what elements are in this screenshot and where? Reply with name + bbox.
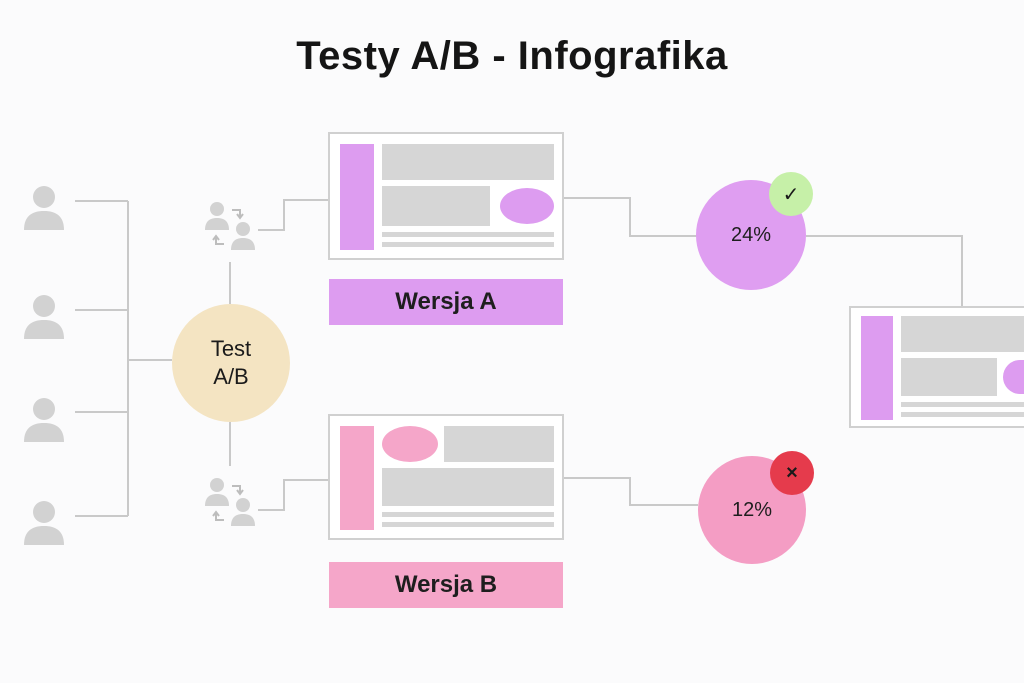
- placeholder-header-block: [444, 426, 554, 462]
- ab-test-hub: Test A/B: [172, 304, 290, 422]
- variant-a-page-mock: [328, 132, 564, 260]
- user-icon: [24, 501, 64, 545]
- user-icon: [24, 295, 64, 339]
- page-title: Testy A/B - Infografika: [296, 34, 728, 78]
- placeholder-content-block: [901, 358, 997, 396]
- user-icon: [24, 398, 64, 442]
- placeholder-header-block: [901, 316, 1024, 352]
- placeholder-header-block: [382, 144, 554, 180]
- placeholder-text-line: [382, 242, 554, 247]
- hub-label-line2: A/B: [213, 364, 249, 389]
- users-swap-icon: [205, 478, 255, 526]
- placeholder-text-line: [382, 522, 554, 527]
- variant-a-label: Wersja A: [329, 279, 563, 325]
- winner-page-mock: [849, 306, 1024, 428]
- placeholder-content-block: [382, 186, 490, 226]
- users-swap-icon: [205, 202, 255, 250]
- user-icon: [24, 186, 64, 230]
- hub-label-line1: Test: [210, 336, 252, 361]
- variant-a-cta-button-mock: [500, 188, 554, 224]
- placeholder-text-line: [382, 232, 554, 237]
- placeholder-text-line: [382, 512, 554, 517]
- close-icon: ×: [770, 451, 814, 495]
- placeholder-content-block: [382, 468, 554, 506]
- placeholder-text-line: [901, 412, 1024, 417]
- variant-b-label: Wersja B: [329, 562, 563, 608]
- variant-b-cta-button-mock: [382, 426, 438, 462]
- variant-a-sidebar-block: [340, 144, 374, 250]
- variant-b-page-mock: [328, 414, 564, 540]
- variant-b-sidebar-block: [340, 426, 374, 530]
- check-icon: ✓: [769, 172, 813, 216]
- winner-sidebar-block: [861, 316, 893, 420]
- winner-cta-button-mock: [1003, 360, 1024, 394]
- placeholder-text-line: [901, 402, 1024, 407]
